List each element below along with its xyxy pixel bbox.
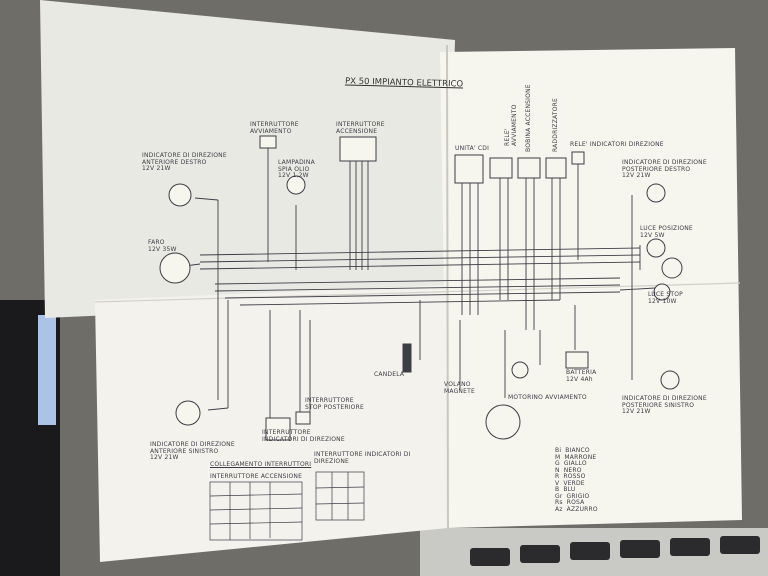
label-switch-connections: COLLEGAMENTO INTERRUTTORI [210,461,312,468]
position-lamp-1 [646,238,666,258]
rear-left-indicator-lamp [660,370,680,390]
label-indicator-table: INTERRUTTORE INDICATORI DI DIREZIONE [314,451,411,465]
cdi-unit [454,154,484,184]
label-rectifier: RADDRIZZATORE [552,97,559,152]
oil-warning-lamp [286,175,306,195]
indicator-relay [571,151,585,165]
label-rear-right-indicator: INDICATORE DI DIREZIONE POSTERIORE DESTR… [622,159,707,179]
label-start-relay: RELE' AVVIAMENTO [504,104,518,146]
spark-plug-cap [402,343,412,373]
keyboard [420,528,768,576]
right-page [440,48,742,528]
position-lamp-2 [661,257,683,279]
switch-tables [209,471,365,541]
label-cdi-unit: UNITA' CDI [455,145,490,152]
front-left-indicator-lamp [175,400,201,426]
label-battery: BATTERIA 12V 4Ah [566,369,597,383]
label-ignition-coil: BOBINA ACCENSIONE [525,84,532,152]
label-front-left-indicator: INDICATORE DI DIREZIONE ANTERIORE SINIST… [150,441,235,461]
label-start-switch: INTERRUTTORE AVVIAMENTO [250,121,299,135]
ignition-switch [339,136,377,162]
flywheel-magneto [485,404,521,440]
label-indicator-relay: RELE' INDICATORI DIREZIONE [570,141,664,148]
label-magneto: VOLANO MAGNETE [444,381,475,395]
rear-right-indicator-lamp [646,183,666,203]
starter-motor [511,361,529,379]
label-front-right-indicator: INDICATORE DI DIREZIONE ANTERIORE DESTRO… [142,152,227,172]
label-position-light: LUCE POSIZIONE 12V 5W [640,225,693,239]
label-ignition-table: INTERRUTTORE ACCENSIONE [210,473,303,480]
left-page-upper [40,0,455,318]
stop-switch [295,411,311,425]
label-headlight: FARO 12V 35W [148,239,177,253]
rectifier [545,157,567,179]
label-stop-light: LUCE STOP 12V 10W [648,291,683,305]
stop-lamp [653,283,671,301]
label-rear-left-indicator: INDICATORE DI DIREZIONE POSTERIORE SINIS… [622,395,707,415]
start-switch [259,135,277,149]
components [159,135,683,441]
label-stop-switch: INTERRUTTORE STOP POSTERIORE [305,397,364,411]
label-ignition-switch: INTERRUTTORE ACCENSIONE [336,121,385,135]
label-starter-motor: MOTORINO AVVIAMENTO [508,394,587,401]
headlight-lamp [159,252,191,284]
label-indicator-switch: INTERRUTTORE INDICATORI DI DIREZIONE [262,429,345,443]
start-relay [489,157,513,179]
blue-light-glow [38,315,56,425]
wiring-diagram [184,148,656,420]
label-oil-lamp: LAMPADINA SPIA OLIO 12V 1,2W [278,159,315,179]
front-right-indicator-lamp [168,183,192,207]
indicator-switch [265,417,291,441]
battery [565,351,589,369]
ignition-coil [517,157,541,179]
label-spark-plug: CANDELA [374,371,405,378]
